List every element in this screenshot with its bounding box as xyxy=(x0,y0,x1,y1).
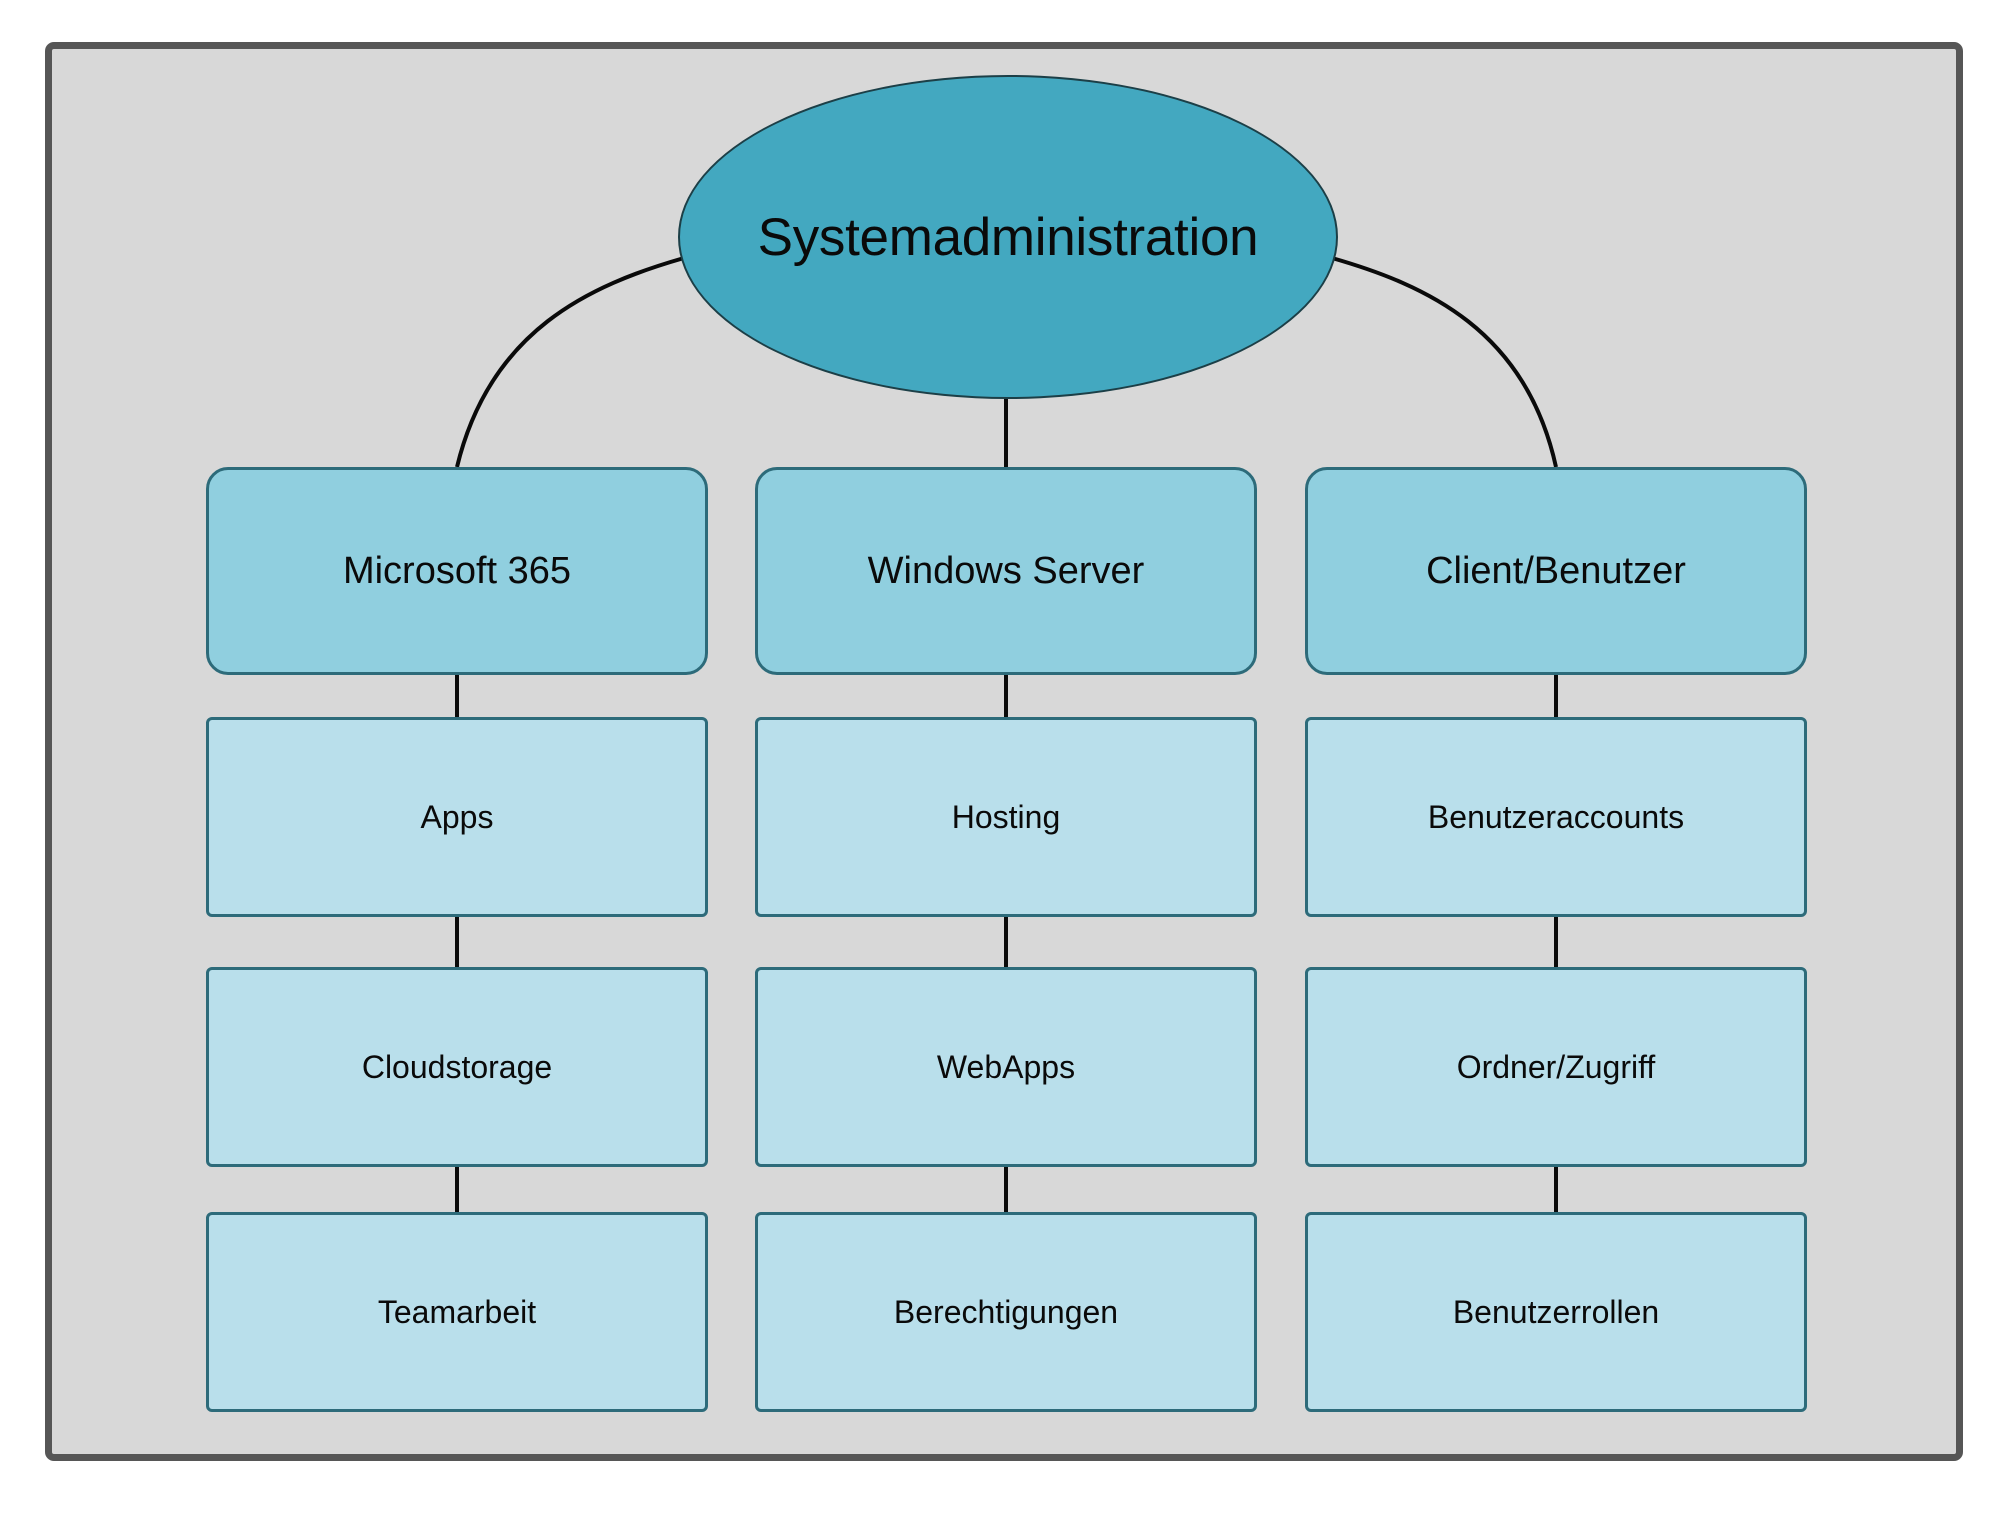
root-node-systemadministration[interactable]: Systemadministration xyxy=(678,75,1338,399)
node-label-hosting: Hosting xyxy=(951,798,1061,835)
node-microsoft-365[interactable]: Microsoft 365 xyxy=(206,467,708,675)
node-label-webapps: WebApps xyxy=(936,1048,1076,1085)
node-benutzerrollen[interactable]: Benutzerrollen xyxy=(1305,1212,1807,1412)
node-label-client-benutzer: Client/Benutzer xyxy=(1426,549,1686,592)
node-label-microsoft-365: Microsoft 365 xyxy=(342,549,572,592)
node-benutzeraccounts[interactable]: Benutzeraccounts xyxy=(1305,717,1807,917)
node-ordner-zugriff[interactable]: Ordner/Zugriff xyxy=(1305,967,1807,1167)
node-teamarbeit[interactable]: Teamarbeit xyxy=(206,1212,708,1412)
node-label-benutzeraccounts: Benutzeraccounts xyxy=(1427,798,1685,835)
node-apps[interactable]: Apps xyxy=(206,717,708,917)
node-cloudstorage[interactable]: Cloudstorage xyxy=(206,967,708,1167)
node-label-windows-server: Windows Server xyxy=(867,549,1145,592)
node-webapps[interactable]: WebApps xyxy=(755,967,1257,1167)
node-label-benutzerrollen: Benutzerrollen xyxy=(1452,1293,1660,1330)
node-label-cloudstorage: Cloudstorage xyxy=(361,1048,553,1085)
node-berechtigungen[interactable]: Berechtigungen xyxy=(755,1212,1257,1412)
node-client-benutzer[interactable]: Client/Benutzer xyxy=(1305,467,1807,675)
root-node-label: Systemadministration xyxy=(757,207,1259,267)
node-windows-server[interactable]: Windows Server xyxy=(755,467,1257,675)
node-hosting[interactable]: Hosting xyxy=(755,717,1257,917)
node-label-ordner-zugriff: Ordner/Zugriff xyxy=(1456,1048,1656,1085)
node-label-berechtigungen: Berechtigungen xyxy=(893,1293,1119,1330)
node-label-teamarbeit: Teamarbeit xyxy=(377,1293,537,1330)
node-label-apps: Apps xyxy=(420,798,494,835)
